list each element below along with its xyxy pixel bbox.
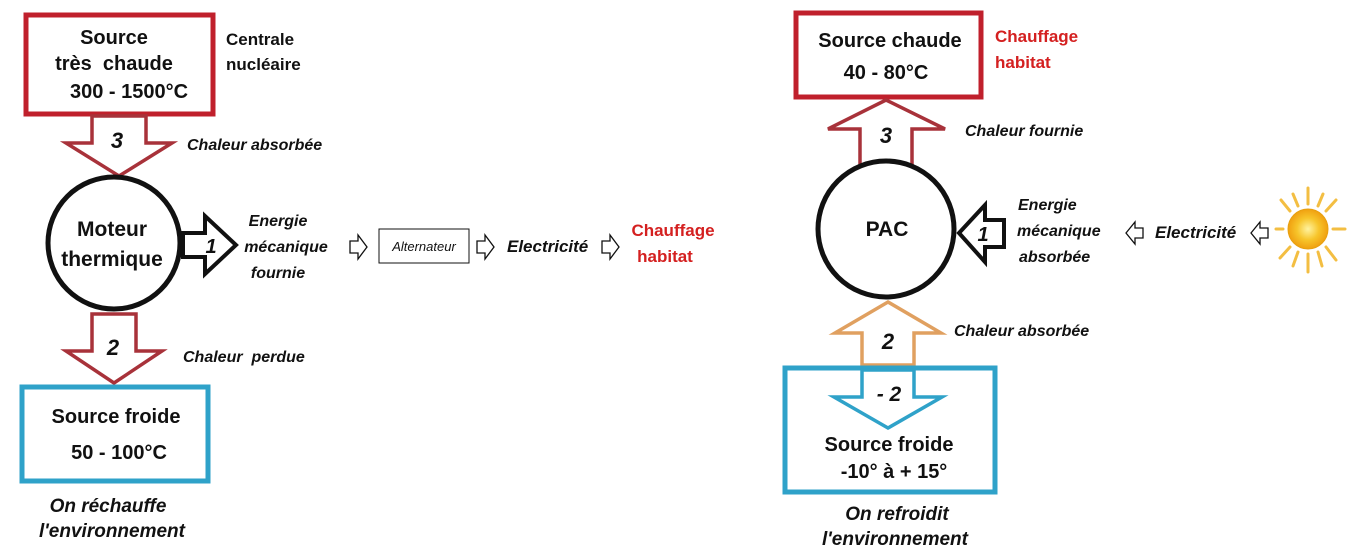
- pac-arrow-1-label-3: absorbée: [1019, 249, 1090, 266]
- engine-arrow-3-label: Chaleur absorbée: [187, 137, 322, 154]
- engine-arrow-2-label: Chaleur perdue: [183, 349, 305, 366]
- engine-circle-shape: [45, 174, 183, 312]
- pac-cold-source-line-1: Source froide: [825, 434, 954, 456]
- pac-electricity-label: Electricité: [1155, 223, 1236, 242]
- pac-arrow-minus2-shape: [827, 368, 949, 431]
- engine-arrow-3-number: 3: [111, 128, 123, 153]
- pac-circle-shape: [815, 158, 957, 300]
- engine-hot-source-line-3: 300 - 1500°C: [70, 81, 188, 103]
- pac-arrow-minus2-number: - 2: [877, 383, 902, 406]
- engine-footer-line-2: l'environnement: [39, 521, 186, 542]
- pac-arrow-1-label-1: Energie: [1018, 197, 1077, 214]
- pac-arrow-3-label: Chaleur fournie: [965, 123, 1083, 140]
- engine-arrow-3-shape: [59, 114, 179, 179]
- pac-hot-source-line-1: Source chaude: [818, 30, 961, 52]
- pac-arrow-2-number: 2: [881, 329, 895, 354]
- engine-arrow-1-label-2: mécanique: [244, 239, 328, 256]
- pac-arrow-3-number: 3: [880, 123, 892, 148]
- engine-arrow-1-number: 1: [205, 236, 216, 258]
- engine-cold-source-line-1: Source froide: [52, 406, 181, 428]
- heat-engine-panel: Source très chaude 300 - 1500°C Centrale…: [19, 12, 715, 542]
- engine-circle: Moteur thermique: [45, 174, 183, 312]
- engine-hot-label-line-1: Centrale: [226, 30, 294, 49]
- engine-alternator-label: Alternateur: [391, 239, 456, 254]
- engine-heating-line-2: habitat: [637, 247, 693, 266]
- engine-small-arrow-3: [601, 233, 620, 261]
- engine-small-arrow-2: [476, 233, 495, 261]
- engine-cold-source-box: [19, 384, 211, 484]
- engine-hot-label-line-2: nucléaire: [226, 55, 301, 74]
- pac-hot-source: Source chaude 40 - 80°C: [793, 10, 984, 100]
- engine-arrow-1-shape: [181, 211, 239, 279]
- engine-circle-line-1: Moteur: [77, 218, 147, 241]
- engine-alternator-box: [378, 228, 470, 264]
- engine-cold-source-line-2: 50 - 100°C: [71, 442, 167, 464]
- pac-small-arrow-2: [1250, 220, 1269, 246]
- pac-hot-source-box: [793, 10, 984, 100]
- pac-arrow-1-shape: [956, 199, 1006, 268]
- pac-cold-source: - 2 Source froide -10° à + 15°: [782, 365, 998, 495]
- engine-arrow-2: 2: [60, 312, 168, 386]
- engine-arrow-1: 1: [181, 211, 239, 279]
- pac-small-arrow-1: [1125, 220, 1144, 246]
- pac-arrow-2: 2: [828, 299, 948, 367]
- engine-hot-source-line-1: Source: [80, 27, 148, 49]
- pac-arrow-1-label-2: mécanique: [1017, 223, 1101, 240]
- engine-arrow-2-number: 2: [106, 335, 120, 360]
- engine-alternator: Alternateur: [378, 228, 470, 264]
- pac-footer-line-1: On refroidit: [845, 504, 949, 525]
- engine-hot-source: Source très chaude 300 - 1500°C: [23, 12, 216, 117]
- heat-pump-panel: Source chaude 40 - 80°C Chauffage habita…: [782, 10, 1347, 550]
- engine-hot-source-line-2: très chaude: [55, 53, 173, 75]
- pac-circle: PAC: [815, 158, 957, 300]
- pac-footer-line-2: l'environnement: [822, 529, 969, 550]
- pac-arrow-3: 3: [827, 98, 946, 167]
- pac-hot-source-line-2: 40 - 80°C: [844, 62, 929, 84]
- pac-circle-label: PAC: [866, 218, 909, 241]
- pac-arrow-2-shape: [828, 299, 948, 367]
- engine-arrow-1-label-3: fournie: [251, 265, 305, 282]
- pac-arrow-1-number: 1: [977, 224, 988, 246]
- engine-cold-source: Source froide 50 - 100°C: [19, 384, 211, 484]
- engine-heating-line-1: Chauffage: [631, 221, 714, 240]
- pac-hot-label-line-2: habitat: [995, 53, 1051, 72]
- engine-arrow-1-label-1: Energie: [249, 213, 308, 230]
- pac-hot-label-line-1: Chauffage: [995, 27, 1078, 46]
- pac-cold-source-line-2: -10° à + 15°: [841, 461, 948, 483]
- pac-arrow-1: 1: [956, 199, 1006, 268]
- pac-arrow-2-label: Chaleur absorbée: [954, 323, 1089, 340]
- engine-arrow-2-shape: [60, 312, 168, 386]
- engine-small-arrow-1: [349, 233, 368, 261]
- engine-hot-source-box: [23, 12, 216, 117]
- sun-icon: [1274, 186, 1347, 274]
- engine-electricity-label: Electricité: [507, 237, 588, 256]
- engine-circle-line-2: thermique: [61, 248, 163, 271]
- engine-footer-line-1: On réchauffe: [50, 496, 167, 517]
- engine-arrow-3: 3: [59, 114, 179, 179]
